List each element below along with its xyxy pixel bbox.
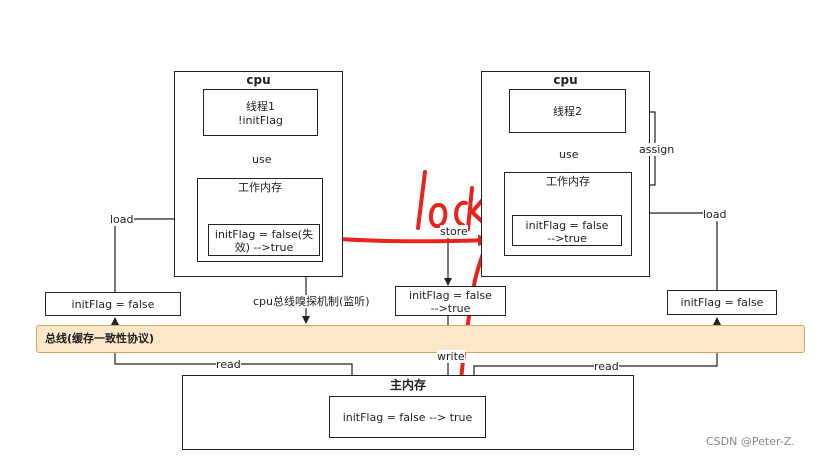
bus-label: 总线(缓存一致性协议)	[45, 332, 155, 345]
middle-cache-box: initFlag = false -->true	[395, 286, 506, 316]
main-memory-flag: initFlag = false --> true	[342, 411, 473, 424]
handwritten-lock-stroke-o	[429, 203, 448, 229]
thread-1-box: 线程1 !initFlag	[203, 89, 318, 136]
handwritten-red-arrow-right	[320, 234, 490, 247]
handwritten-lock-stroke-c	[454, 200, 468, 227]
left-cache-flag: initFlag = false	[71, 298, 155, 311]
assign-label: assign	[639, 143, 675, 156]
thread-1-condition: !initFlag	[238, 114, 283, 127]
use-left-label: use	[252, 153, 272, 166]
left-cache-box: initFlag = false	[45, 292, 181, 316]
middle-cache-flag-line1: initFlag = false	[409, 289, 492, 302]
write-label: write	[437, 350, 465, 363]
snoop-label: cpu总线嗅探机制(监听)	[253, 295, 370, 308]
main-memory-title: 主内存	[389, 378, 426, 392]
flag-right-line1: initFlag = false	[525, 219, 609, 232]
read-right-label: read	[594, 360, 619, 373]
thread-1-label: 线程1	[246, 100, 275, 113]
read-left-label: read	[216, 358, 241, 371]
thread-2-label: 线程2	[553, 105, 582, 118]
bus-bar: 总线(缓存一致性协议)	[36, 325, 805, 353]
main-memory-flag-box: initFlag = false --> true	[329, 396, 486, 438]
cpu-left-title: cpu	[246, 73, 271, 87]
watermark: CSDN @Peter-Z.	[706, 435, 795, 448]
flag-right-line2: -->true	[547, 232, 587, 245]
use-right-label: use	[559, 148, 579, 161]
flag-right-box: initFlag = false -->true	[512, 215, 622, 246]
flag-left-line1: initFlag = false(失	[214, 228, 314, 241]
thread-2-box: 线程2	[509, 89, 626, 133]
load-right-label: load	[703, 208, 727, 221]
work-memory-right-title: 工作内存	[546, 175, 590, 188]
right-cache-box: initFlag = false	[667, 290, 777, 315]
handwritten-lock-stroke-l	[416, 170, 427, 230]
work-memory-left-title: 工作内存	[238, 181, 282, 194]
store-label: store	[440, 225, 468, 238]
load-left-label: load	[110, 213, 134, 226]
flag-left-line2: 效) -->true	[234, 241, 294, 254]
middle-cache-flag-line2: -->true	[430, 302, 471, 315]
flag-left-box: initFlag = false(失 效) -->true	[208, 224, 320, 256]
right-cache-flag: initFlag = false	[680, 296, 764, 309]
cpu-right-title: cpu	[553, 73, 578, 87]
